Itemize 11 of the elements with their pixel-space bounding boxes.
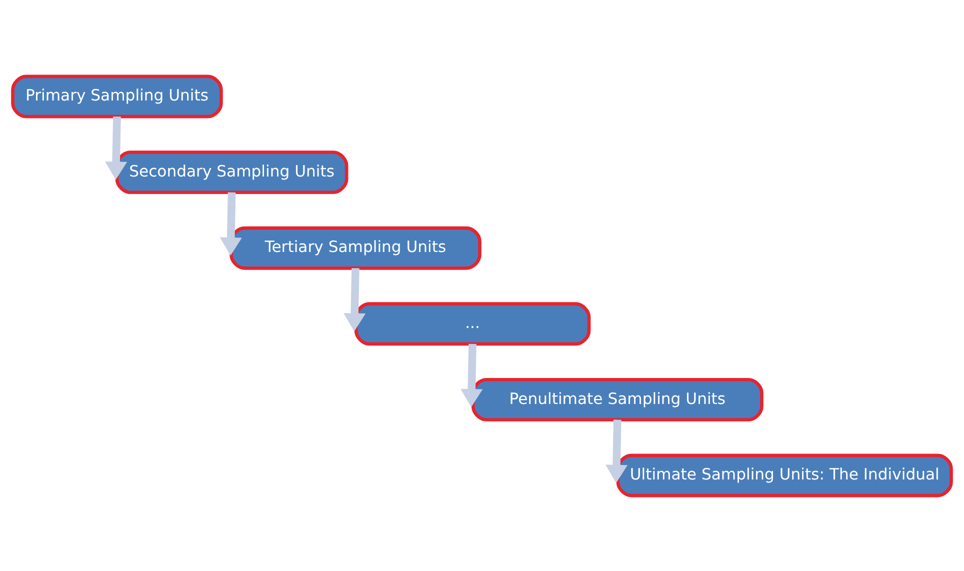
arrow [460,343,483,407]
node-box: Primary Sampling Units [11,74,223,118]
node-box: Secondary Sampling Units [115,150,348,194]
arrow [105,116,128,180]
node-box: Penultimate Sampling Units [471,377,764,421]
node-box: Tertiary Sampling Units [230,226,482,270]
arrow [344,268,366,331]
node-box: Ultimate Sampling Units: The Individual [616,453,953,497]
arrow [605,419,628,482]
arrow [220,192,242,256]
node-box: ... [354,302,591,346]
